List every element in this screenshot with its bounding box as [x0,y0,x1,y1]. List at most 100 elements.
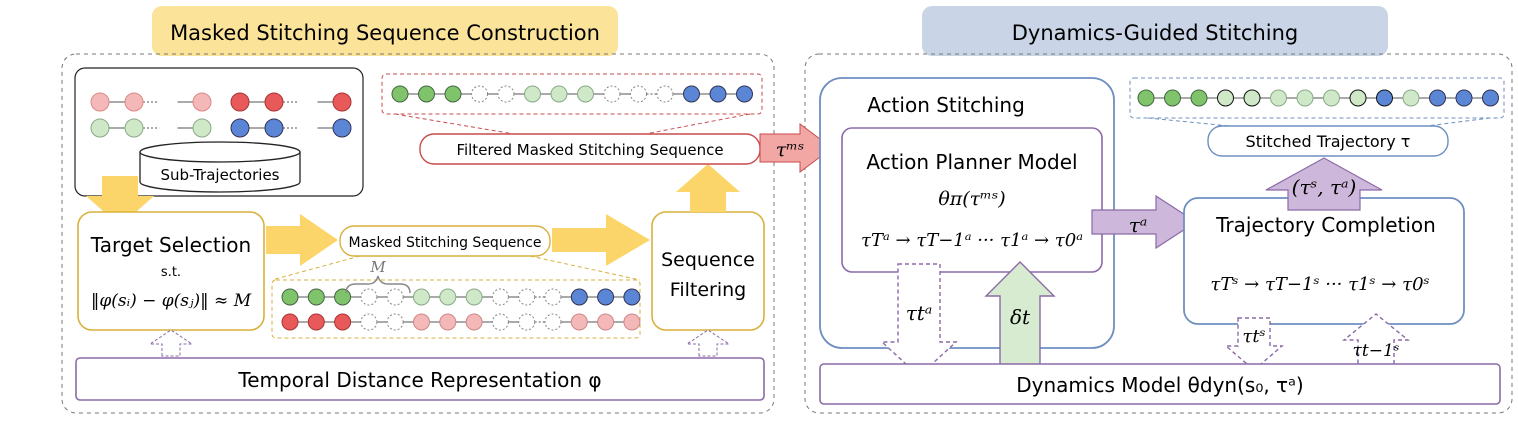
trajectory-node [1429,89,1446,107]
right-section-frame [804,53,1513,414]
trajectory-node [630,85,647,103]
tau-m-s-label: τᵐˢ [776,139,805,161]
trajectory-node [491,313,509,331]
trajectory-node [491,288,509,306]
trajectory-node [124,92,144,112]
filtered-sequence-nodes [391,85,753,103]
stitched-sequence-nodes [1137,89,1499,107]
fan-line-left [271,255,361,281]
trajectory-node [1402,89,1420,107]
masked-seq-box [271,279,641,339]
pair-label: (τˢ, τᵃ) [1292,175,1357,199]
action-planner-box [841,127,1103,273]
stitched-label-box [1207,125,1449,157]
target-selection-st: s.t. [161,265,181,280]
trajectory-node [439,313,457,331]
trajectory-node [264,92,284,112]
dynamics-model-label: Dynamics Model θdyn(s₀, τᵃ) [1016,373,1303,397]
sequence-filtering-line2: Filtering [670,279,746,301]
trajectory-node [656,85,674,103]
trajectory-node [158,92,178,112]
trajectory-node [124,118,144,138]
trajectory-node [1190,89,1208,107]
right-title-bg [922,6,1388,56]
gap-label: M [369,258,386,276]
arrow-target-to-masked [266,214,338,266]
trajectory-node [264,118,284,138]
trajectory-node [281,288,299,306]
trajectory-node [332,92,352,112]
trajectory-node [192,92,212,112]
trajectory-node [1482,89,1499,107]
left-section-frame [61,53,775,414]
right-section-title: Dynamics-Guided Stitching [1012,21,1299,45]
trajectory-node [597,313,615,331]
trajectory-node [465,288,483,306]
trajectory-node [544,288,562,306]
temporal-distance-bar [75,357,765,401]
dynamics-model-bar [819,363,1501,405]
trajectory-node [524,85,541,103]
trajectory-node [334,313,352,331]
action-planner-chain: τTᵃ → τT−1ᵃ ··· τ1ᵃ → τ0ᵃ [861,230,1083,251]
filtered-fan-left [394,113,521,136]
trajectory-node [439,288,457,306]
arrow-masked-to-filtering [552,214,650,266]
action-planner-formula: θπ(τᵐˢ) [938,188,1005,210]
temporal-distance-label: Temporal Distance Representation φ [237,368,601,392]
trajectory-node [307,313,325,331]
trajectory-node [386,313,404,331]
filtered-label: Filtered Masked Stitching Sequence [456,141,723,159]
delta-t-label: δt [1010,305,1031,329]
arrow-filtering-up [676,164,740,212]
target-selection-title: Target Selection [90,233,251,257]
gap-brace [345,275,411,294]
arrow-pair [1265,157,1383,211]
arrow-tau-m-s [759,123,833,173]
arrow-tau-t-a [880,263,958,377]
trajectory-node [471,85,488,103]
trajectory-node [418,85,435,103]
trajectory-node [1376,89,1393,107]
trajectory-node [334,288,352,306]
filtered-seq-box [381,73,763,115]
sequence-filtering-box [651,211,765,331]
tau-t1-s-label: τt−1ˢ [1352,341,1399,361]
dashed-arrow-to-filtering [685,329,731,357]
trajectory-node [90,92,110,112]
trajectory-node [281,313,299,331]
trajectory-node [307,288,325,306]
trajectory-node [1349,89,1367,107]
database-icon [139,141,301,193]
trajectory-node [413,288,430,306]
fan-line-right [529,255,641,281]
action-stitching-title: Action Stitching [867,93,1025,117]
target-selection-formula: ‖φ(sᵢ) − φ(sⱼ)‖ ≈ M [91,291,252,311]
trajectory-node [1164,89,1181,107]
trajectory-node [386,288,404,306]
trajectory-node [298,118,318,138]
stitched-seq-box [1129,77,1505,119]
trajectory-node [298,92,318,112]
filtered-fan-right [639,113,751,136]
arrow-tau-t1-s [1342,313,1410,371]
trajectory-node [683,85,700,103]
trajectory-completion-chain: τTˢ → τT−1ˢ ··· τ1ˢ → τ0ˢ [1210,274,1429,295]
trajectory-node [158,118,178,138]
left-title-bg [152,6,618,56]
masked-sequence-nodes [281,288,641,331]
trajectory-node [550,85,568,103]
trajectory-node [518,288,536,306]
trajectory-node [230,92,250,112]
subtrajectories-label: Sub-Trajectories [161,166,280,184]
trajectory-node [709,85,727,103]
trajectory-node [597,288,615,306]
masked-seq-label-box [339,225,551,257]
trajectory-node [623,288,641,306]
trajectory-node [90,118,110,138]
action-planner-title: Action Planner Model [866,150,1077,174]
trajectory-node [192,118,212,138]
trajectory-node [1270,89,1287,107]
trajectory-node [1137,89,1155,107]
